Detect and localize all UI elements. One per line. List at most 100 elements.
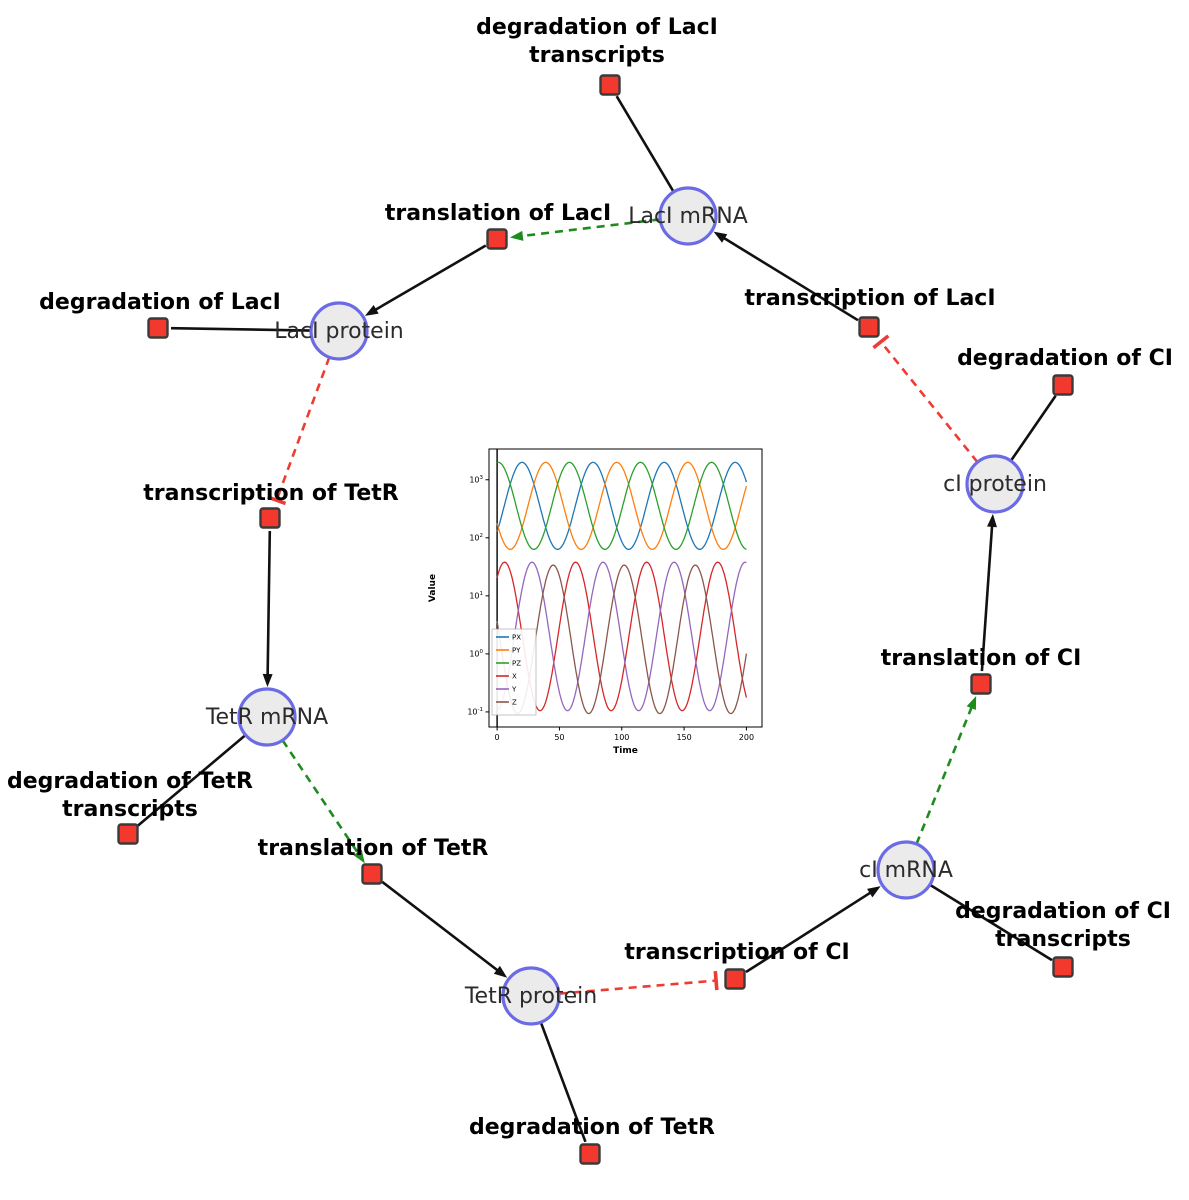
reaction-node-deg_laci_tx[interactable] xyxy=(599,74,621,96)
legend-label-PY: PY xyxy=(512,646,521,654)
legend-box xyxy=(491,628,537,716)
arrowhead-icon xyxy=(493,965,508,978)
edge-production-translation_tetr-to-tetr_protein xyxy=(381,880,508,978)
edge-modifier-laci_mrna-to-translation_laci xyxy=(509,218,661,241)
reaction-node-deg_laci[interactable] xyxy=(147,317,169,339)
edge-line xyxy=(137,734,247,827)
reaction-label-deg_tetr_tx-line2: transcripts xyxy=(62,797,198,822)
reaction-node-deg_ci[interactable] xyxy=(1052,374,1074,396)
y-axis-label: Value xyxy=(428,574,438,602)
edge-modifier-tetr_mrna-to-translation_tetr xyxy=(281,739,365,864)
arrowhead-icon xyxy=(353,849,365,864)
reaction-label-transcription_laci: transcription of LacI xyxy=(744,286,995,311)
edge-modifier-ci_mrna-to-translation_ci xyxy=(915,696,977,845)
reaction-label-translation_laci: translation of LacI xyxy=(385,201,611,226)
reaction-label-deg_laci: degradation of LacI xyxy=(39,290,281,315)
edge-line xyxy=(980,522,994,672)
edge-consumption-ci_protein-to-deg_ci xyxy=(1009,394,1057,462)
legend-label-Z: Z xyxy=(512,698,517,706)
reaction-label-translation_ci: translation of CI xyxy=(881,646,1082,671)
x-tick-label: 100 xyxy=(614,733,629,742)
species-node-ci_mrna[interactable] xyxy=(876,840,936,900)
reaction-label-deg_ci: degradation of CI xyxy=(957,346,1173,371)
edge-production-translation_ci-to-ci_protein xyxy=(980,513,997,672)
reaction-label-deg_tetr: degradation of TetR xyxy=(469,1115,715,1140)
reaction-label-deg_laci_tx-line2: transcripts xyxy=(529,43,665,68)
arrowhead-icon xyxy=(987,513,997,528)
arrowhead-icon xyxy=(364,305,379,316)
series-line-X xyxy=(496,561,748,712)
x-tick-label: 0 xyxy=(495,733,500,742)
edge-production-transcription_laci-to-laci_mrna xyxy=(713,231,859,322)
edge-line xyxy=(1009,394,1057,462)
edge-line xyxy=(266,530,272,679)
arrowhead-icon xyxy=(713,231,728,243)
reaction-node-deg_tetr[interactable] xyxy=(579,1143,601,1165)
species-node-laci_mrna[interactable] xyxy=(658,186,718,246)
species-node-ci_protein[interactable] xyxy=(965,454,1025,514)
y-tick-label: 101 xyxy=(469,591,483,601)
reaction-node-translation_laci[interactable] xyxy=(486,228,508,250)
reaction-label-deg_ci_tx-line2: transcripts xyxy=(995,927,1131,952)
edge-production-transcription_ci-to-ci_mrna xyxy=(745,886,881,974)
inhibition-tee-icon xyxy=(267,495,287,506)
edge-line xyxy=(281,739,361,857)
node-layer xyxy=(117,74,1074,1165)
series-line-PX xyxy=(496,461,748,550)
edge-consumption-laci_protein-to-deg_laci xyxy=(170,326,312,332)
x-tick-label: 50 xyxy=(554,733,564,742)
x-tick-label: 200 xyxy=(739,733,754,742)
reaction-node-transcription_tetr[interactable] xyxy=(259,507,281,529)
reaction-label-deg_tetr_tx-line1: degradation of TetR xyxy=(7,769,253,794)
reaction-label-transcription_ci: transcription of CI xyxy=(624,940,849,965)
edge-line xyxy=(558,979,717,995)
species-node-laci_protein[interactable] xyxy=(309,301,369,361)
edge-consumption-ci_mrna-to-deg_ci_tx xyxy=(929,883,1053,962)
y-tick-label: 102 xyxy=(469,533,483,543)
edge-line xyxy=(381,880,501,974)
x-axis-label: Time xyxy=(613,746,638,756)
edge-inhibition-laci_protein-to-transcription_tetr xyxy=(267,356,331,506)
edge-line xyxy=(372,244,487,313)
reaction-node-transcription_laci[interactable] xyxy=(858,316,880,338)
edge-inhibition-ci_protein-to-transcription_laci xyxy=(872,334,979,463)
edge-line xyxy=(518,218,661,238)
edge-consumption-tetr_mrna-to-deg_tetr_tx xyxy=(137,734,247,827)
species-label-tetr_protein: TetR protein xyxy=(464,984,597,1009)
reaction-node-deg_ci_tx[interactable] xyxy=(1052,956,1074,978)
reaction-node-transcription_ci[interactable] xyxy=(724,968,746,990)
edge-line xyxy=(539,1021,587,1143)
edge-line xyxy=(275,356,331,501)
legend-label-PZ: PZ xyxy=(512,659,521,667)
inhibition-tee-icon xyxy=(713,970,719,991)
y-tick-label: 103 xyxy=(469,475,483,485)
series-line-PZ xyxy=(496,461,747,550)
chart-series-group xyxy=(496,449,748,727)
edge-production-transcription_tetr-to-tetr_mrna xyxy=(262,530,273,688)
reaction-node-deg_tetr_tx[interactable] xyxy=(117,823,139,845)
arrowhead-icon xyxy=(867,886,881,898)
series-line-Z xyxy=(496,564,748,715)
reaction-label-transcription_tetr: transcription of TetR xyxy=(143,481,399,506)
reaction-node-translation_ci[interactable] xyxy=(970,673,992,695)
edge-production-translation_laci-to-laci_protein xyxy=(364,244,487,316)
edge-consumption-tetr_protein-to-deg_tetr xyxy=(539,1021,587,1143)
y-tick-label: 100 xyxy=(469,649,483,659)
arrowhead-icon xyxy=(509,230,524,241)
species-node-tetr_protein[interactable] xyxy=(501,966,561,1026)
y-tick-label: 10-1 xyxy=(467,707,483,717)
arrowhead-icon xyxy=(966,696,977,710)
edge-line xyxy=(929,883,1053,962)
reaction-label-translation_tetr: translation of TetR xyxy=(258,836,489,861)
legend-label-Y: Y xyxy=(511,685,517,693)
edge-consumption-laci_mrna-to-deg_laci_tx xyxy=(615,95,675,193)
reaction-node-translation_tetr[interactable] xyxy=(361,863,383,885)
species-node-tetr_mrna[interactable] xyxy=(237,687,297,747)
species-label-tetr_mrna: TetR mRNA xyxy=(205,705,328,730)
edge-line xyxy=(745,889,874,974)
edge-line xyxy=(879,341,979,463)
